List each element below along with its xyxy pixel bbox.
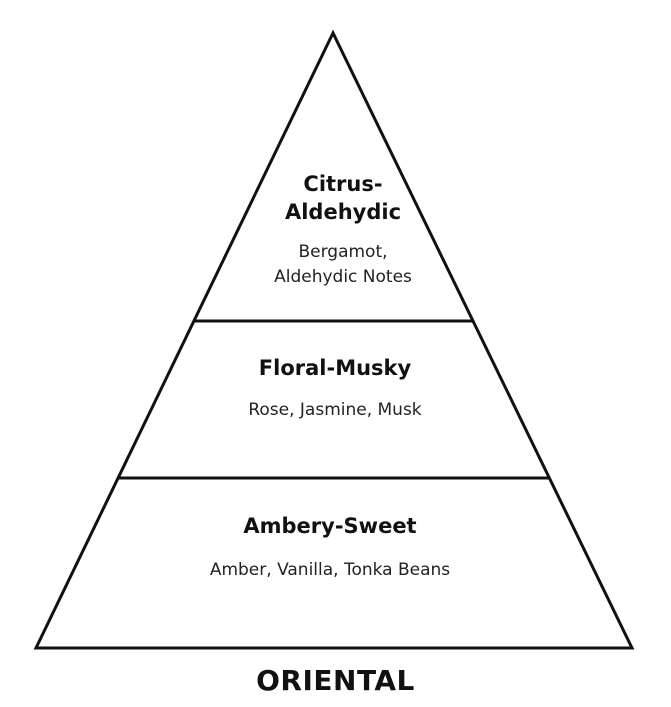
tier-top-title: Citrus- Aldehydic [258, 170, 428, 226]
tier-middle-notes: Rose, Jasmine, Musk [248, 400, 422, 420]
tier-middle-title: Floral-Musky [258, 356, 412, 380]
pyramid-outline [33, 29, 635, 650]
tier-top-notes-text: Bergamot, Aldehydic Notes [274, 242, 412, 287]
tier-bottom: Ambery-Sweet Amber, Vanilla, Tonka Beans [150, 512, 510, 583]
tier-top-notes: Bergamot, Aldehydic Notes [258, 240, 428, 290]
tier-bottom-title: Ambery-Sweet [243, 514, 417, 538]
tier-top: Citrus- Aldehydic Bergamot, Aldehydic No… [258, 170, 428, 290]
tier-bottom-notes: Amber, Vanilla, Tonka Beans [209, 560, 451, 580]
tier-top-title-text: Citrus- Aldehydic [284, 172, 402, 224]
fragrance-family-title: ORIENTAL [256, 664, 415, 697]
tier-middle: Floral-Musky Rose, Jasmine, Musk [175, 354, 495, 423]
